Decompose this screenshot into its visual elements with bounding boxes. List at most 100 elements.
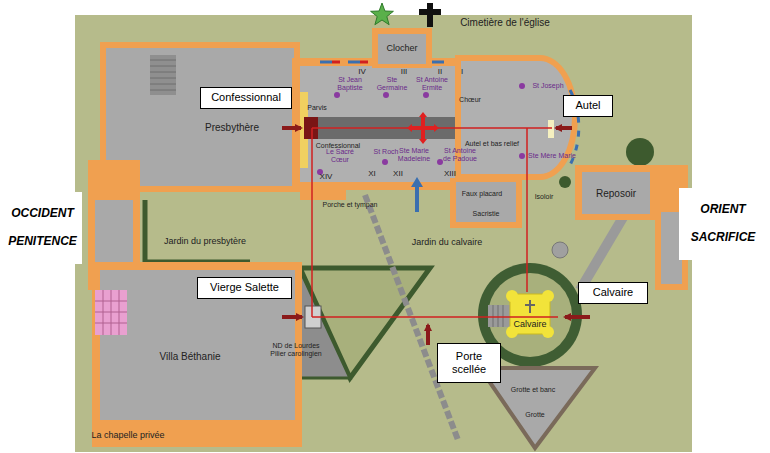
saint-statues	[334, 92, 340, 98]
presbytery-building	[150, 55, 176, 95]
saint-statue: Ste Mère Marie	[528, 152, 576, 160]
grass-ground	[75, 15, 692, 452]
star-and-cross-symbols	[371, 3, 394, 25]
pointer-arrows	[282, 128, 590, 345]
garden-hedges	[559, 176, 571, 188]
bell-tower	[372, 28, 432, 68]
callout-text: ORIENT SACRIFICE	[682, 196, 764, 251]
sacristy	[456, 182, 516, 222]
stone-paths	[552, 242, 568, 258]
compass-box: OCCIDENT PENITENCE	[3, 192, 82, 264]
area-name: Cimetière de l'église	[460, 17, 550, 28]
callout-box: Autel	[563, 95, 613, 117]
building-name: Presbythère	[205, 122, 259, 133]
calvary-circle	[542, 290, 554, 302]
villa-building	[95, 290, 127, 335]
room-name: Isoloir	[535, 193, 554, 201]
symbolic-lines	[311, 128, 313, 317]
pointer-arrows	[426, 325, 430, 345]
star-and-cross-symbols	[371, 3, 441, 27]
station-number: I	[461, 68, 463, 77]
saint-statues	[437, 159, 443, 165]
garden-hedges	[626, 138, 654, 166]
saint-statues	[423, 92, 429, 98]
reposoir-building	[582, 172, 650, 214]
station-number: XII	[393, 170, 403, 179]
blue-arrow	[415, 186, 419, 212]
saint-statues	[317, 83, 525, 175]
presbytery-building	[88, 42, 300, 290]
saint-statues	[382, 159, 388, 165]
symbolic-lines	[312, 316, 558, 318]
symbolic-lines	[312, 128, 558, 317]
station-number: XIII	[444, 170, 456, 179]
area-name: Grotte	[525, 411, 544, 419]
monument-name: Calvaire	[513, 320, 546, 330]
red-cross-marker	[407, 112, 439, 144]
reposoir-building	[575, 165, 688, 290]
blue-arrow	[411, 177, 423, 212]
church-nave	[300, 186, 346, 200]
saint-statue: St Antoine Ermite	[414, 76, 450, 91]
room-name: Porche et tympan	[323, 201, 378, 209]
blue-arrow	[411, 177, 423, 187]
callout-text: Vierge Salette	[210, 281, 279, 294]
callout-text: Autel	[575, 99, 600, 112]
sacristy	[450, 178, 522, 228]
pointer-arrows	[282, 315, 302, 319]
pointer-arrows	[282, 126, 301, 130]
callout-box: Calvaire	[578, 282, 648, 304]
callout-box: Porte scellée	[437, 343, 501, 383]
bell-tower	[372, 28, 432, 68]
grass-ground	[75, 15, 692, 452]
red-cross-marker	[407, 112, 439, 144]
saint-statue: Ste Germaine	[375, 76, 409, 91]
red-cross-marker	[421, 116, 425, 140]
saint-statue: St Roch	[374, 148, 399, 156]
villa-building	[95, 290, 127, 335]
stone-paths	[580, 214, 625, 290]
saint-statues	[383, 92, 389, 98]
station-number: II	[438, 68, 442, 77]
saint-statue: Le Sacré Cœur	[323, 148, 357, 163]
area-name: ND de Lourdes Pilier carolingien	[267, 342, 325, 357]
saint-statue: St Antoine de Padoue	[440, 147, 480, 162]
area-name: Grotte et banc	[511, 386, 555, 394]
garden-hedges	[145, 200, 250, 262]
station-number: XI	[368, 170, 376, 179]
pointer-arrows	[565, 315, 590, 319]
pointer-arrows	[556, 126, 572, 130]
calvary-circle	[525, 300, 535, 313]
callout-text: OCCIDENT PENITENCE	[6, 200, 79, 255]
station-number: XIV	[320, 173, 333, 182]
star-and-cross-symbols	[419, 9, 441, 15]
room-name: Autel et bas relief	[465, 140, 519, 148]
symbolic-lines	[312, 127, 552, 129]
area-name: Jardin du presbytère	[164, 237, 246, 247]
room-name: Faux placard	[462, 190, 502, 198]
callout-box: Vierge Salette	[197, 277, 292, 299]
bell-tower	[378, 34, 426, 64]
building-name: Reposoir	[596, 188, 636, 199]
calvary-circle	[506, 290, 518, 302]
saint-statues	[519, 83, 525, 89]
callout-text: Porte scellée	[442, 350, 496, 376]
callout-text: Calvaire	[593, 286, 633, 299]
sacristy	[450, 178, 522, 228]
presbytery-building	[150, 60, 176, 90]
callout-text: Confessionnal	[211, 91, 281, 104]
room-name: La chapelle privée	[91, 431, 164, 441]
saint-statue: Ste Marie Madeleine	[397, 147, 431, 162]
calvary-circle	[493, 305, 503, 327]
room-name: Parvis	[307, 104, 326, 112]
room-name: Sacristie	[473, 210, 500, 218]
choir-apse	[548, 120, 554, 138]
compass-box: ORIENT SACRIFICE	[679, 188, 767, 260]
area-name: Jardin du calvaire	[412, 238, 483, 248]
station-number: III	[401, 68, 408, 77]
saint-statues	[519, 153, 525, 159]
symbolic-lines	[526, 128, 528, 292]
callout-box: Confessionnal	[200, 87, 292, 109]
villa-building	[100, 270, 295, 420]
